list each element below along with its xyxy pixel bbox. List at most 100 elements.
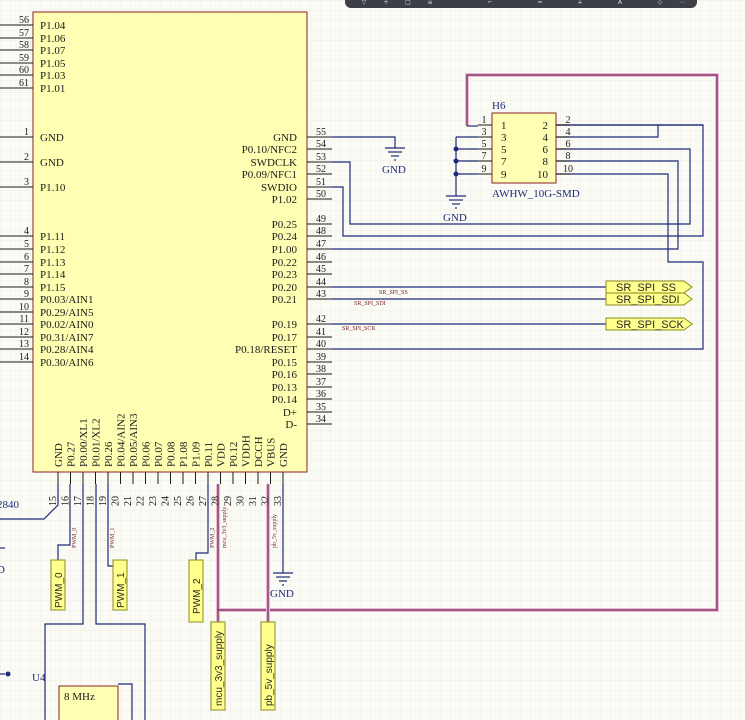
pin-label: P1.11 — [40, 231, 65, 243]
pin-label: P0.05/AIN3 — [128, 413, 140, 467]
mcu-body[interactable] — [32, 11, 308, 473]
pin-number: 44 — [316, 277, 326, 288]
pin-label: SWDCLK — [251, 157, 298, 169]
header-pin-number: 8 — [566, 151, 571, 162]
pin-number: 14 — [19, 352, 29, 363]
port-pwm-0[interactable]: PWM_0 — [50, 559, 66, 611]
floating-toolbar: ▽ + □ ≡ ⌐ ≈ ⏚ A ◇ ⋯ — [345, 0, 697, 8]
pin-label: P1.02 — [272, 194, 297, 206]
svg-text:mcu_3v3_supply: mcu_3v3_supply — [214, 631, 225, 706]
header-pin-number: 10 — [563, 164, 573, 175]
pin-label: P0.14 — [272, 394, 298, 406]
pin-number: 31 — [248, 496, 259, 506]
header-pin-label: 6 — [543, 144, 549, 156]
header-pin-number: 1 — [482, 115, 487, 126]
pin-number: 5 — [24, 239, 29, 250]
port-sr-spi-ss[interactable]: SR_SPI_SS — [605, 280, 693, 294]
port-pb-5v-supply[interactable]: pb_5v_supply — [260, 621, 276, 711]
port-pwm-2[interactable]: PWM_2 — [188, 559, 204, 623]
pin-number: 23 — [148, 496, 159, 506]
gnd-symbol[interactable] — [273, 572, 293, 586]
partial-gnd-label: D — [0, 564, 5, 576]
gnd-label: GND — [382, 164, 406, 176]
pin-label: P0.30/AIN6 — [40, 357, 94, 369]
net-icon[interactable]: ≈ — [537, 0, 543, 6]
net-label-mcu-supply: mcu_3v3_supply — [222, 507, 228, 548]
pin-label: P1.15 — [40, 282, 66, 294]
gnd-symbol[interactable] — [446, 195, 466, 209]
shape-icon[interactable]: ◇ — [657, 0, 663, 6]
header-pin-number: 4 — [566, 127, 571, 138]
header-pin-number: 3 — [482, 127, 487, 138]
pin-label: P0.18/RESET — [235, 344, 297, 356]
pin-number: 12 — [19, 327, 29, 338]
pin-label: P0.03/AIN1 — [40, 294, 93, 306]
gnd-symbol[interactable] — [385, 147, 405, 161]
pin-label: P0.24 — [272, 231, 298, 243]
filter-icon[interactable]: ▽ — [361, 0, 367, 6]
svg-text:SR_SPI_SCK: SR_SPI_SCK — [616, 319, 685, 331]
pin-label: GND — [40, 157, 64, 169]
align-icon[interactable]: ≡ — [427, 0, 433, 6]
pin-number: 26 — [186, 496, 197, 506]
pin-label: P0.31/AIN7 — [40, 332, 94, 344]
wire-icon[interactable]: ⌐ — [487, 0, 493, 6]
pin-number: 42 — [316, 314, 326, 325]
header-designator: H6 — [492, 100, 506, 112]
pin-label: VDDH — [241, 435, 253, 467]
pin-label: P1.14 — [40, 269, 66, 281]
header-body[interactable] — [491, 112, 557, 184]
pin-label: P1.03 — [40, 70, 66, 82]
power-icon[interactable]: ⏚ — [576, 0, 583, 6]
pin-number: 46 — [316, 252, 326, 263]
header-pin-label: 7 — [501, 156, 507, 168]
pin-number: 39 — [316, 352, 326, 363]
pin-label: P0.01/XL2 — [91, 418, 103, 467]
mcu-3v3-supply-net[interactable] — [216, 73, 719, 622]
pin-label: P0.08 — [166, 441, 178, 467]
gnd-label: GND — [270, 588, 294, 600]
pin-number: 30 — [236, 496, 247, 506]
net-label-pb-supply: pb_5v_supply — [272, 514, 278, 548]
header-pin-number: 6 — [566, 139, 571, 150]
add-icon[interactable]: + — [383, 0, 389, 6]
pin-number: 38 — [316, 364, 326, 375]
net-label-sdi: SR_SPI_SDI — [354, 301, 386, 307]
pin-label: P0.23 — [272, 269, 298, 281]
pin-number: 19 — [98, 496, 109, 506]
pin-label: P1.10 — [40, 182, 66, 194]
pin-number: 45 — [316, 264, 326, 275]
pin-label: P0.11 — [203, 442, 215, 467]
crystal-body[interactable] — [58, 685, 119, 720]
port-sr-spi-sck[interactable]: SR_SPI_SCK — [605, 317, 693, 331]
pin-label: P1.09 — [191, 441, 203, 467]
pin-number: 41 — [316, 327, 326, 338]
pin-number: 32 — [261, 496, 272, 506]
more-icon[interactable]: ⋯ — [679, 0, 685, 6]
pin-label: P0.22 — [272, 257, 297, 269]
header-pin-label: 2 — [543, 120, 549, 132]
pin-number: 9 — [24, 289, 29, 300]
pin-number: 37 — [316, 377, 326, 388]
header-part-label: AWHW_10G-SMD — [492, 188, 580, 200]
port-sr-spi-sdi[interactable]: SR_SPI_SDI — [605, 292, 693, 306]
pin-number: 40 — [316, 339, 326, 350]
pin-number: 60 — [19, 65, 29, 76]
pin-label: P0.27 — [66, 441, 78, 467]
pin-number: 52 — [316, 164, 326, 175]
crystal-label: 8 MHz — [64, 691, 95, 703]
header-pin-label: 8 — [543, 156, 549, 168]
pin-label: P0.10/NFC2 — [242, 144, 297, 156]
text-icon[interactable]: A — [617, 0, 623, 6]
pin-number: 10 — [19, 302, 29, 313]
pin-label: GND — [278, 443, 290, 467]
header-pin-label: 10 — [537, 169, 549, 181]
pin-number: 17 — [73, 496, 84, 506]
port-mcu-3v3-supply[interactable]: mcu_3v3_supply — [210, 621, 226, 711]
header-pin-label: 4 — [543, 132, 549, 144]
select-icon[interactable]: □ — [405, 0, 411, 6]
port-pwm-1[interactable]: PWM_1 — [112, 559, 128, 611]
pin-number: 18 — [86, 496, 97, 506]
